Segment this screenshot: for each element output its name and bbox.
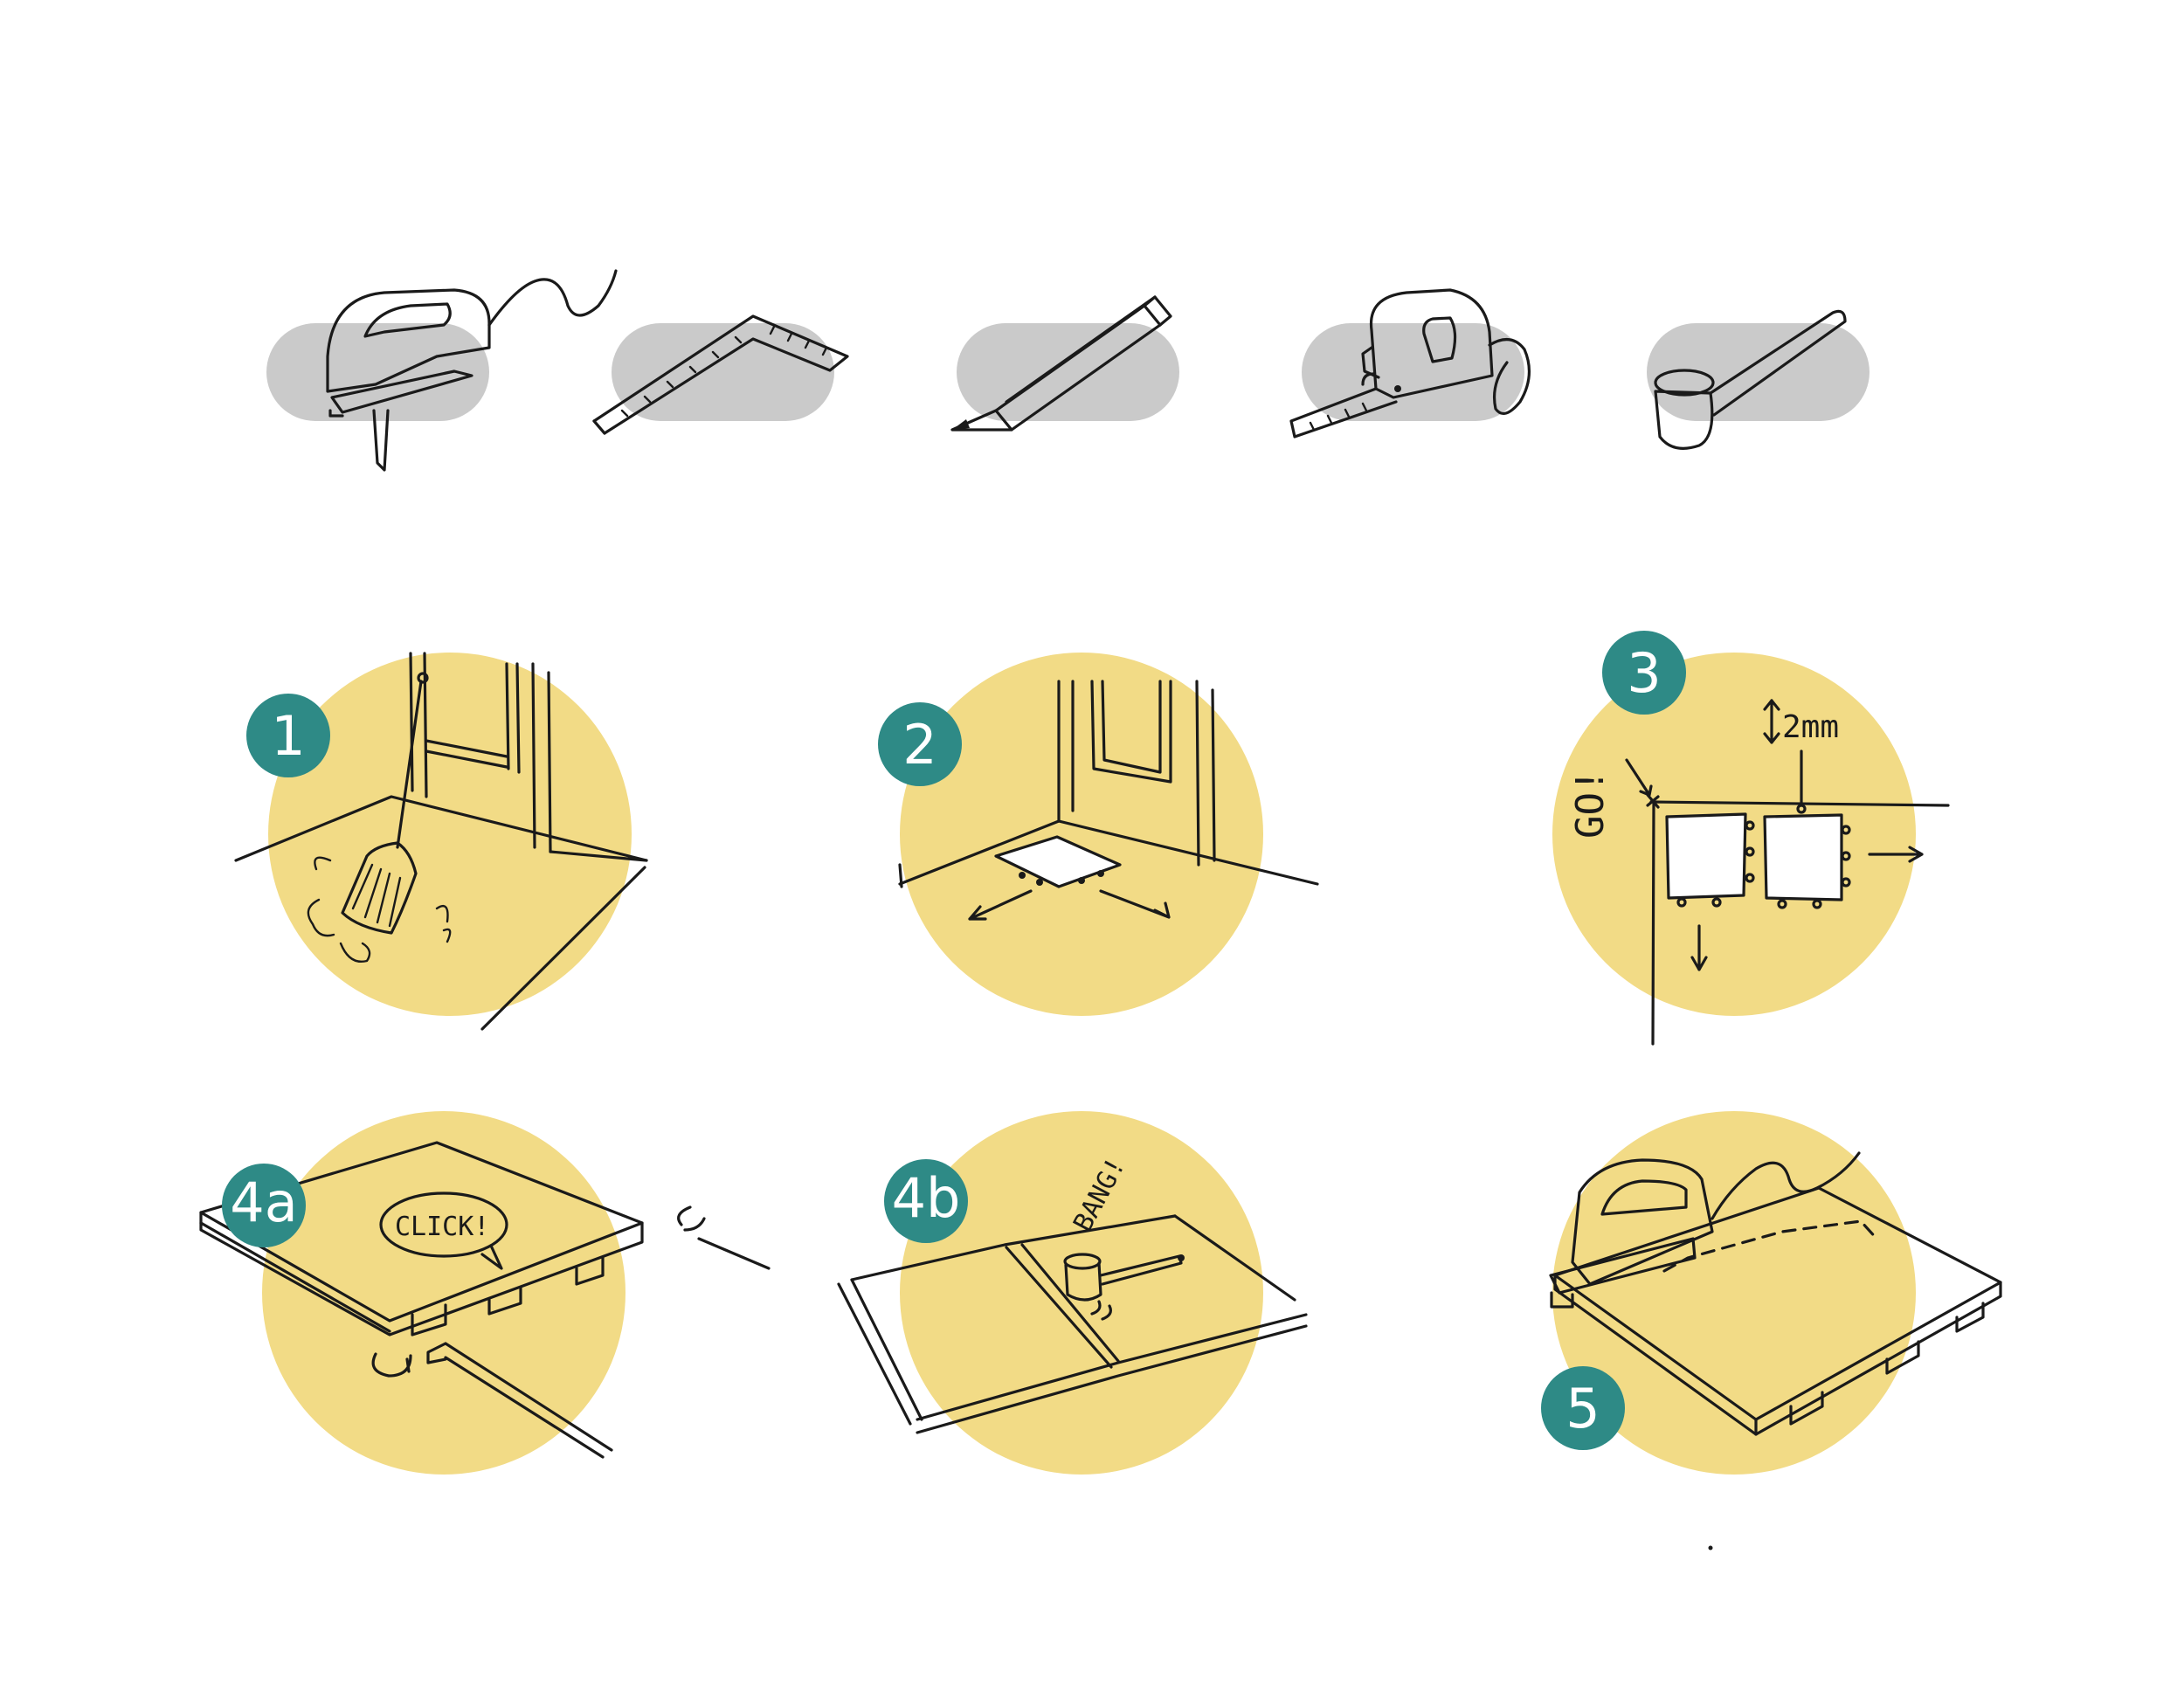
- step-badges: 1 2 3 4a 4b 5: [222, 631, 1686, 1450]
- step-3-badge: 3: [1602, 631, 1686, 715]
- jigsaw-icon: [326, 269, 618, 472]
- step-3-number: 3: [1627, 641, 1661, 705]
- step-3-illustration: GO! 2mm: [1568, 699, 1950, 1046]
- step-1-badge: 1: [246, 694, 330, 777]
- step-1-circle: [268, 653, 632, 1016]
- stray-dot: [1708, 1545, 1713, 1551]
- step-5-circle: [1552, 1111, 1916, 1475]
- step-circles: [262, 653, 1916, 1475]
- step-2-circle: [900, 653, 1263, 1016]
- tool-tape-measure: [1289, 288, 1531, 439]
- tool-pill: [957, 323, 1179, 421]
- step-4b-badge: 4b: [884, 1159, 968, 1243]
- tool-pill: [612, 323, 834, 421]
- step-5-number: 5: [1565, 1377, 1600, 1440]
- tool-pill: [266, 323, 489, 421]
- pencil-icon: [950, 295, 1172, 432]
- step-2-badge: 2: [878, 702, 962, 786]
- rubber-mallet-icon: [1654, 309, 1847, 450]
- step-3-start-label: GO!: [1568, 770, 1613, 839]
- tool-pill: [1647, 323, 1870, 421]
- tool-rubber-mallet: [1647, 309, 1870, 450]
- carpenter-square-icon: [592, 314, 849, 435]
- step-4a-illustration: CLICK!: [199, 1141, 771, 1459]
- tools-row: [266, 269, 1870, 472]
- step-4b-number: 4b: [892, 1166, 961, 1230]
- tool-jigsaw: [266, 269, 618, 472]
- step-4b-circle: [900, 1111, 1263, 1475]
- tool-pencil: [950, 295, 1179, 432]
- step-5-illustration: [1549, 1151, 2002, 1436]
- step-3-gap-label: 2mm: [1782, 709, 1839, 745]
- tape-measure-icon: [1289, 288, 1531, 439]
- step-1-illustration: [234, 652, 648, 1031]
- step-4a-number: 4a: [230, 1171, 297, 1234]
- tool-carpenter-square: [592, 314, 849, 435]
- step-4a-speech: CLICK!: [395, 1212, 489, 1242]
- step-2-number: 2: [902, 713, 936, 777]
- step-2-illustration: [898, 680, 1319, 921]
- step-5-badge: 5: [1541, 1366, 1625, 1450]
- step-4b-illustration: BANG!: [837, 1153, 1308, 1434]
- step-1-number: 1: [271, 704, 305, 768]
- step-4a-badge: 4a: [222, 1164, 306, 1247]
- step-4a-circle: [262, 1111, 625, 1475]
